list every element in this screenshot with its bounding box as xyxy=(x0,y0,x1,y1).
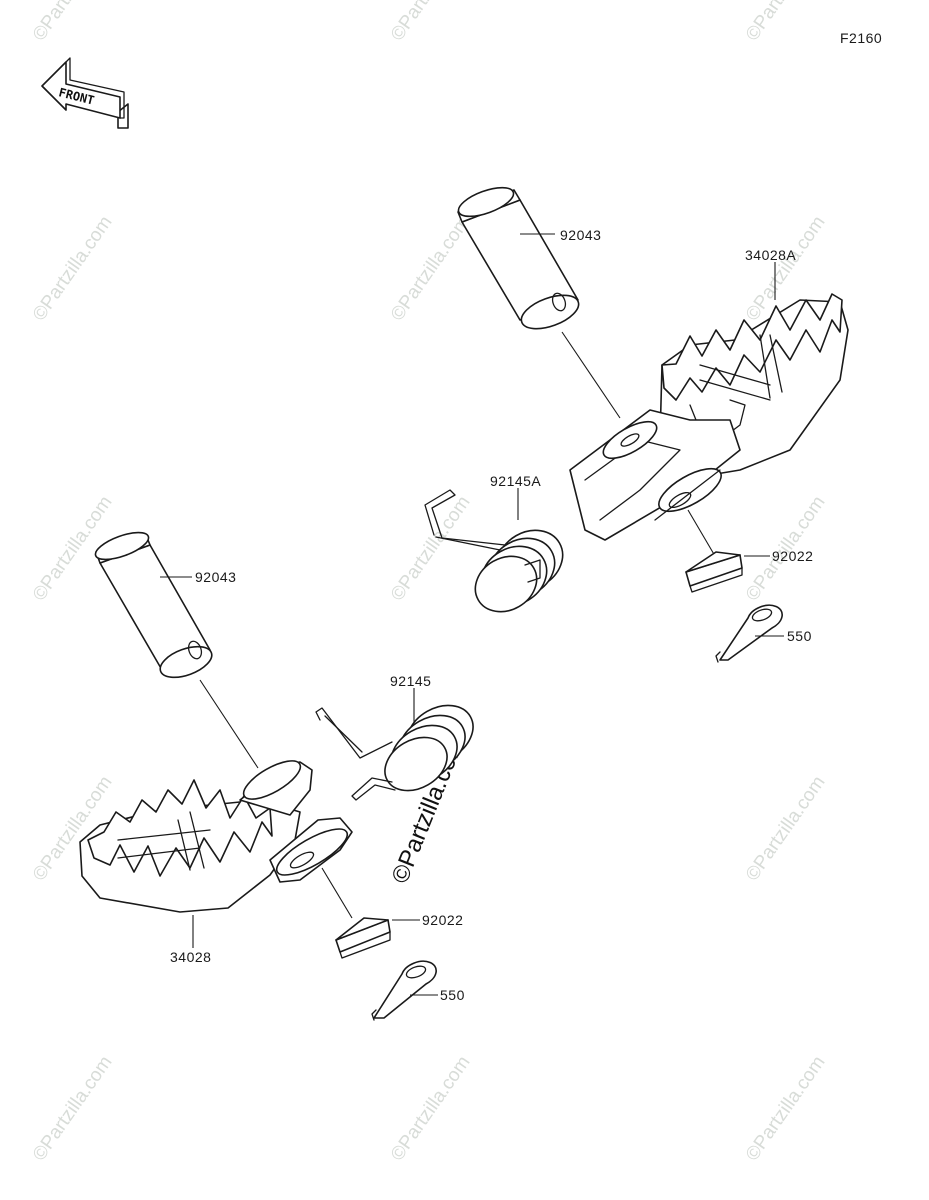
callout-spring-right: 92145A xyxy=(490,473,541,489)
clevis-pin-left xyxy=(94,531,213,679)
callout-pin-left: 92043 xyxy=(195,569,236,585)
watermark: ©Partzilla.com xyxy=(387,1052,475,1165)
cotter-right xyxy=(715,604,783,663)
watermark: ©Partzilla.com xyxy=(29,1052,117,1165)
watermark: ©Partzilla.com xyxy=(29,212,117,325)
watermark: ©Partzilla.com xyxy=(387,212,475,325)
watermark: ©Partzilla.com xyxy=(742,1052,830,1165)
axis-line-left xyxy=(199,679,259,769)
watermark: ©Partzilla.com xyxy=(742,772,830,885)
callout-footpeg-left: 34028 xyxy=(170,949,211,965)
watermark: ©Partzilla.com xyxy=(387,0,475,45)
callout-spring-left: 92145 xyxy=(390,673,431,689)
front-arrow-icon: FRONT xyxy=(41,57,129,129)
callout-pin-right: 92043 xyxy=(560,227,601,243)
washer-left xyxy=(335,917,391,959)
axis-line-right xyxy=(561,331,621,419)
axis-line-right-lower xyxy=(687,509,716,557)
cotter-left xyxy=(371,960,437,1021)
callout-cotter-right: 550 xyxy=(787,628,812,644)
callout-washer-left: 92022 xyxy=(422,912,463,928)
axis-line-left-lower xyxy=(321,867,353,919)
spring-right xyxy=(424,489,564,613)
watermark: ©Partzilla.com xyxy=(742,0,830,45)
footpeg-left xyxy=(79,760,353,913)
diagram-code: F2160 xyxy=(840,30,882,46)
callout-cotter-left: 550 xyxy=(440,987,465,1003)
callout-footpeg-right: 34028A xyxy=(745,247,796,263)
watermark: ©Partzilla.com xyxy=(387,492,475,605)
footpeg-right xyxy=(569,293,849,541)
spring-left xyxy=(315,704,474,801)
washer-right xyxy=(685,551,743,593)
clevis-pin-right xyxy=(457,186,580,330)
callout-washer-right: 92022 xyxy=(772,548,813,564)
watermark: ©Partzilla.com xyxy=(29,0,117,45)
